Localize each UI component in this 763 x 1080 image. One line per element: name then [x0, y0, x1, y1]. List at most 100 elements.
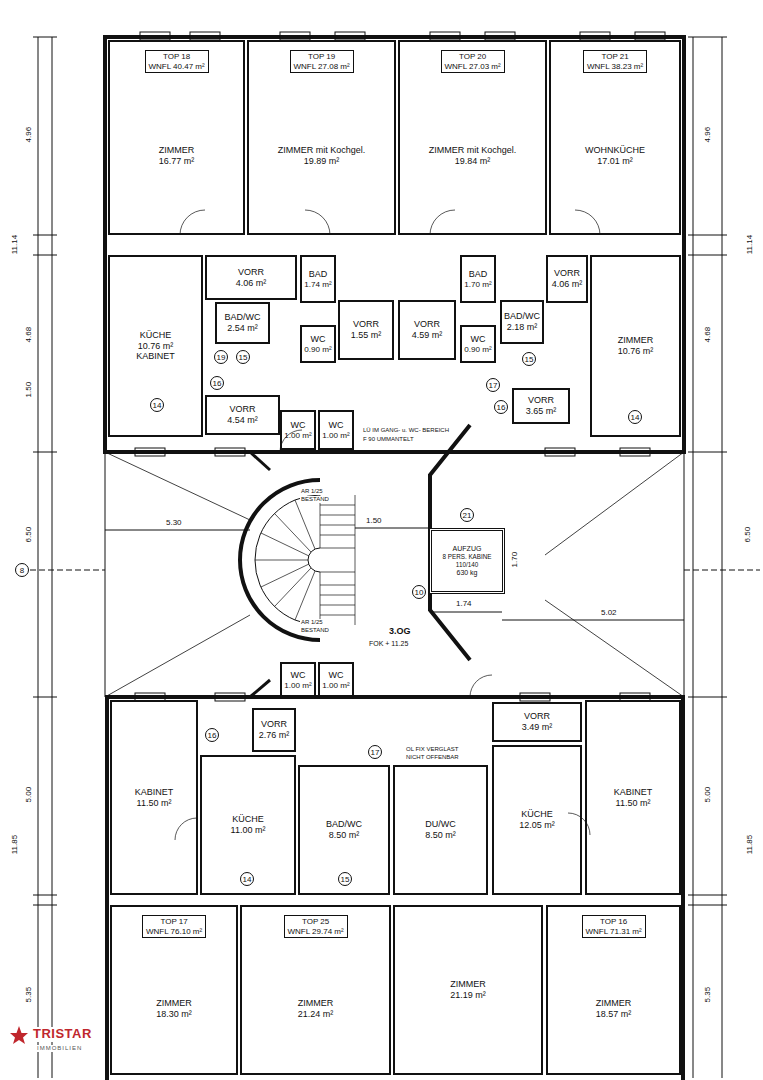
dimension-text: 11.85 — [10, 834, 19, 855]
stair-outline — [255, 495, 320, 625]
room-name: ZIMMER — [618, 335, 654, 346]
room-area: 4.06 m² — [236, 278, 267, 289]
unit-label-box: TOP 18WNFL 40.47 m² — [145, 50, 209, 73]
room-area: 1.00 m² — [284, 431, 311, 441]
plan-annotation: FOK + 11.25 — [368, 640, 409, 648]
elevator-box: AUFZUG8 PERS. KABINE 110/140630 kg — [429, 528, 505, 594]
room-name: WC — [291, 670, 306, 681]
room-area: 17.01 m² — [597, 156, 633, 167]
court-diagonal — [105, 452, 250, 520]
room-name: BAD — [309, 269, 328, 280]
room-box: VORR3.49 m² — [492, 702, 582, 742]
plan-annotation: F 90 UMMANTELT — [362, 436, 415, 443]
court-edge — [684, 452, 685, 697]
logo-subtext: IMMOBILIEN — [36, 1045, 83, 1052]
room-box: WC1.00 m² — [318, 662, 354, 698]
room-name: KABINET — [614, 787, 653, 798]
elevator-text: AUFZUG — [453, 545, 482, 553]
room-area: 21.19 m² — [450, 990, 486, 1001]
court-diagonal — [105, 615, 250, 697]
room-area: 1.00 m² — [322, 431, 349, 441]
dimension-text: 1.70 — [510, 551, 519, 569]
room-name: ZIMMER — [156, 998, 192, 1009]
dimension-lines — [30, 37, 760, 1078]
plan-annotation: 1.74 — [455, 599, 473, 608]
room-box: VORR4.06 m² — [205, 255, 297, 300]
dimension-text: 11.85 — [745, 834, 754, 855]
room-area: 18.30 m² — [156, 1009, 192, 1020]
room-area: 21.24 m² — [298, 1009, 334, 1020]
room-area: 0.90 m² — [304, 345, 331, 355]
callout-number: 16 — [494, 400, 508, 414]
room-box: ZIMMER16.77 m²TOP 18WNFL 40.47 m² — [108, 40, 245, 235]
room-name: WC — [329, 670, 344, 681]
callout-number: 17 — [486, 378, 500, 392]
dimension-text: 4.68 — [703, 326, 712, 344]
room-area: 12.05 m² — [519, 820, 555, 831]
room-area: 11.00 m² — [231, 825, 266, 836]
dimension-text: 5.00 — [24, 786, 33, 804]
unit-label-box: TOP 17WNFL 76.10 m² — [142, 915, 206, 938]
room-area: 3.65 m² — [526, 406, 557, 417]
room-box: BAD1.74 m² — [300, 255, 336, 303]
room-box: WC1.00 m² — [280, 410, 316, 450]
room-name: DU/WC — [425, 819, 456, 830]
room-name: VORR — [353, 319, 379, 330]
plan-annotation: BESTAND — [300, 627, 330, 634]
room-area: 0.90 m² — [464, 345, 491, 355]
room-area: 3.49 m² — [522, 722, 553, 733]
plan-annotation: 1.50 — [365, 516, 383, 525]
room-area: 10.76 m² — [138, 341, 174, 352]
room-box: ZIMMER21.24 m²TOP 25WNFL 29.74 m² — [240, 905, 391, 1075]
room-name: KÜCHE — [521, 809, 553, 820]
room-box: VORR4.59 m² — [398, 300, 456, 360]
unit-number: TOP 18 — [163, 52, 190, 62]
room-box: BAD/WC2.54 m² — [215, 302, 270, 344]
room-box: WC1.00 m² — [318, 410, 354, 450]
court-diagonal — [545, 600, 684, 697]
room-name: VORR — [524, 711, 550, 722]
room-box: BAD/WC2.18 m² — [500, 300, 544, 344]
dimension-text: 6.50 — [24, 526, 33, 544]
room-name: VORR — [261, 719, 287, 730]
room-area: 1.00 m² — [284, 681, 311, 691]
room-box: WC0.90 m² — [300, 325, 336, 363]
hall-wall — [250, 452, 270, 470]
room-name: KÜCHE — [140, 330, 172, 341]
room-name: VORR — [554, 268, 580, 279]
dimension-text: 5.35 — [703, 986, 712, 1004]
room-name: ZIMMER mit Kochgel. — [278, 145, 366, 156]
dimension-text: 4.68 — [24, 326, 33, 344]
room-box: VORR4.06 m² — [546, 255, 588, 303]
room-area: 8.50 m² — [329, 830, 360, 841]
stair-wall — [240, 480, 320, 640]
elevator-text: 630 kg — [456, 569, 477, 577]
elevator-text: 8 PERS. KABINE 110/140 — [432, 553, 502, 568]
room-name: BAD/WC — [326, 819, 362, 830]
room-box: VORR2.76 m² — [252, 708, 296, 752]
unit-number: TOP 19 — [308, 52, 335, 62]
dimension-text: 4.96 — [24, 126, 33, 144]
room-area: 11.50 m² — [616, 798, 651, 809]
unit-number: TOP 20 — [459, 52, 486, 62]
room-name: ZIMMER — [159, 145, 195, 156]
room-name: WC — [329, 420, 344, 431]
callout-number: 8 — [15, 563, 29, 577]
unit-area: WNFL 40.47 m² — [149, 62, 205, 72]
room-name: BAD — [469, 269, 488, 280]
room-name: BAD/WC — [225, 312, 261, 323]
plan-annotation: AR 1/25 — [300, 619, 324, 626]
room-name: VORR — [238, 267, 264, 278]
room-area: 19.84 m² — [455, 156, 491, 167]
room-area: 2.18 m² — [507, 322, 538, 333]
stair-treads — [255, 495, 355, 625]
room-name: ZIMMER mit Kochgel. — [429, 145, 517, 156]
dimension-text: 4.96 — [703, 126, 712, 144]
room-area: 1.00 m² — [322, 681, 349, 691]
room-box: VORR1.55 m² — [338, 300, 394, 360]
logo-star — [10, 1026, 28, 1044]
plan-annotation: NICHT OFFENBAR — [405, 754, 460, 761]
room-area: 8.50 m² — [425, 830, 456, 841]
dimension-text: 1.50 — [24, 381, 33, 399]
